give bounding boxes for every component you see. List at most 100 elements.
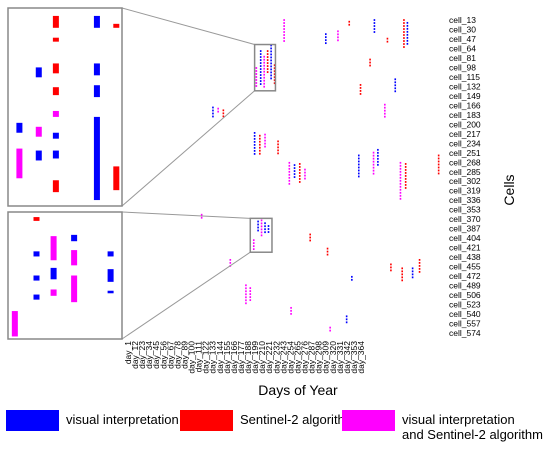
- detection-mark: [259, 65, 262, 67]
- y-tick-label: cell_387: [449, 224, 481, 234]
- detection-mark: [326, 247, 329, 250]
- detection-mark: [304, 174, 306, 177]
- x-tick-label: day_45: [151, 341, 161, 369]
- detection-mark: [249, 299, 252, 302]
- x-tick-label: day_342: [342, 341, 352, 374]
- detection-mark: [326, 250, 329, 253]
- detection-mark: [394, 84, 397, 87]
- y-tick-label: cell_438: [449, 252, 481, 262]
- x-tick-label: day_34: [144, 341, 154, 369]
- detection-mark: [377, 160, 379, 163]
- detection-mark: [290, 309, 292, 312]
- detection-mark: [288, 164, 291, 167]
- detection-mark: [404, 187, 407, 189]
- detection-mark: [245, 299, 247, 302]
- y-tick-label: cell_336: [449, 195, 481, 205]
- detection-mark: [266, 59, 269, 61]
- detection-mark: [337, 30, 339, 33]
- detection-mark: [245, 302, 247, 305]
- detection-mark: [283, 22, 285, 24]
- detection-mark: [217, 110, 219, 113]
- legend-item-sentinel: Sentinel-2 algorithm: [180, 410, 356, 431]
- detection-mark: [273, 67, 276, 70]
- detection-mark: [418, 267, 421, 270]
- detection-mark: [260, 222, 263, 225]
- y-tick-label: cell_149: [449, 91, 481, 101]
- x-tick-label: day_254: [285, 341, 295, 374]
- detection-mark: [403, 22, 405, 24]
- detection-mark: [404, 184, 407, 186]
- x-tick-label: day_199: [250, 341, 260, 374]
- detection-mark: [259, 83, 262, 85]
- inset-detection-mark: [71, 250, 78, 266]
- detection-mark: [293, 164, 296, 166]
- detection-mark: [437, 166, 440, 169]
- detection-mark: [283, 25, 285, 27]
- detection-mark: [263, 85, 265, 88]
- detection-mark: [325, 39, 327, 42]
- detection-mark: [377, 157, 379, 160]
- legend-label-both: visual interpretation and Sentinel-2 alg…: [402, 412, 543, 442]
- detection-mark: [437, 169, 440, 172]
- detection-mark: [245, 287, 247, 290]
- y-tick-label: cell_183: [449, 110, 481, 120]
- detection-mark: [406, 39, 409, 42]
- detection-mark: [298, 181, 301, 183]
- detection-mark: [253, 132, 256, 134]
- detection-mark: [264, 145, 266, 148]
- detection-mark: [403, 40, 405, 42]
- detection-mark: [273, 79, 276, 82]
- detection-mark: [263, 79, 265, 82]
- detection-mark: [404, 169, 407, 171]
- detection-mark: [259, 149, 261, 152]
- detection-mark: [345, 321, 348, 324]
- detection-mark: [403, 46, 405, 48]
- detection-mark: [264, 136, 266, 139]
- inset-detection-mark: [52, 132, 59, 139]
- detection-mark: [200, 213, 203, 216]
- inset-detection-mark: [16, 122, 23, 133]
- detection-mark: [259, 146, 261, 149]
- detection-mark: [437, 154, 440, 157]
- detection-mark: [266, 53, 269, 55]
- zoom-connector-lower: [121, 211, 251, 219]
- detection-mark: [377, 151, 379, 154]
- detection-mark: [260, 219, 263, 222]
- detection-mark: [403, 34, 405, 36]
- detection-mark: [372, 172, 375, 175]
- detection-mark: [255, 76, 258, 78]
- x-tick-label: day_320: [328, 341, 338, 374]
- x-tick-label: day_298: [314, 341, 324, 374]
- detection-mark: [283, 31, 285, 33]
- detection-mark: [283, 37, 285, 39]
- x-tick-label: day_243: [278, 341, 288, 374]
- detection-mark: [309, 233, 311, 236]
- detection-mark: [325, 36, 327, 39]
- detection-mark: [200, 216, 203, 219]
- x-tick-label: day_133: [208, 341, 218, 374]
- detection-mark: [401, 276, 403, 279]
- detection-mark: [384, 109, 386, 112]
- detection-mark: [253, 153, 256, 155]
- y-tick-label: cell_489: [449, 281, 481, 291]
- detection-mark: [255, 73, 258, 75]
- x-tick-label: day_1: [123, 341, 133, 364]
- detection-mark: [264, 139, 266, 142]
- detection-mark: [293, 176, 296, 178]
- detection-mark: [270, 65, 272, 68]
- detection-mark: [399, 191, 402, 194]
- detection-mark: [404, 178, 407, 180]
- detection-mark: [263, 82, 265, 85]
- y-tick-label: cell_455: [449, 262, 481, 272]
- detection-mark: [270, 47, 272, 50]
- y-tick-label: cell_30: [449, 24, 476, 34]
- inset-detection-mark: [107, 269, 114, 282]
- detection-mark: [283, 40, 285, 42]
- detection-mark: [418, 270, 421, 273]
- inset-detection-mark: [107, 290, 114, 294]
- x-tick-label: day_122: [201, 341, 211, 374]
- detection-mark: [357, 157, 360, 160]
- detection-mark: [373, 25, 376, 27]
- detection-mark: [369, 58, 371, 61]
